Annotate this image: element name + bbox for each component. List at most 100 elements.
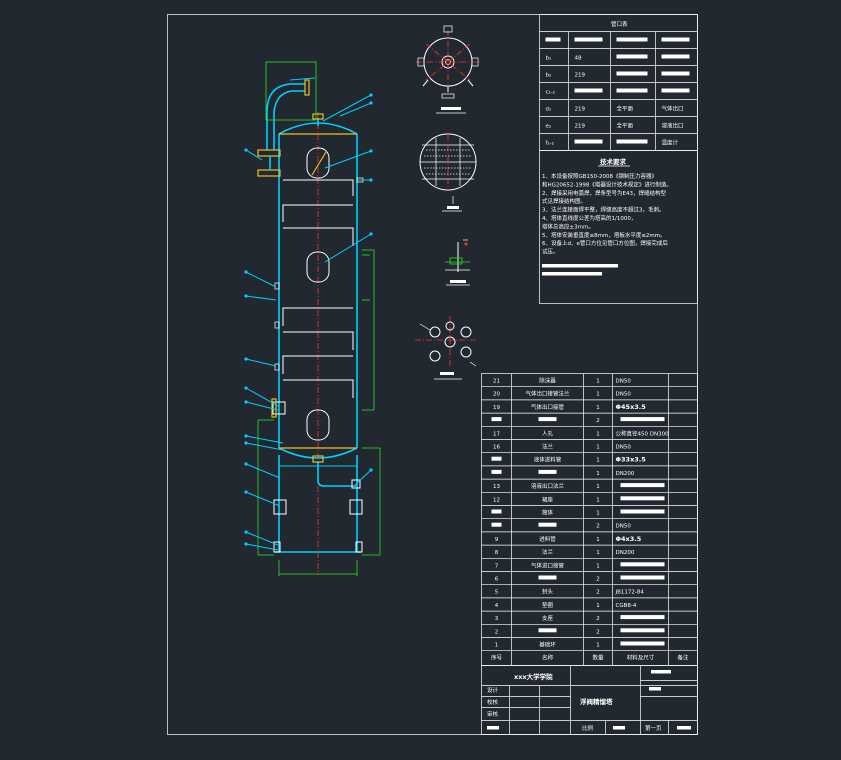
part-row-19-spec-redaction xyxy=(620,628,665,633)
part-row-5-spec: DN50 xyxy=(616,445,632,451)
part-row-18-spec-redaction xyxy=(620,615,665,620)
title-redaction-2 xyxy=(649,687,661,691)
tech-req-line-0: 1、本设备按照GB150-2008《钢制压力容器》 xyxy=(542,172,657,180)
nozzle-row-4-std: 全平面 xyxy=(617,105,634,113)
nozzle-row-0-std-redaction xyxy=(616,37,648,42)
part-row-10-name: 筒体 xyxy=(542,509,554,517)
nozzle-row-4-use: 气体出口 xyxy=(662,105,684,113)
part-row-10-spec-redaction xyxy=(620,509,665,514)
part-row-12-spec: Φ4x3.5 xyxy=(616,535,642,543)
part-row-16-name: 封头 xyxy=(542,588,554,596)
nozzle-row-6-size-redaction xyxy=(574,139,603,144)
part-row-16-qty: 2 xyxy=(596,590,600,596)
part-row-13-spec: DN200 xyxy=(616,550,635,556)
nozzle-row-2-size: 219 xyxy=(575,73,586,79)
nozzle-row-1-size: 48 xyxy=(575,56,582,62)
skirt-vent-left xyxy=(273,541,281,553)
reflux-pipe-inner xyxy=(273,90,305,150)
part-row-8-spec-redaction xyxy=(620,483,665,488)
tech-req-line-4: 3、法兰连接面焊平整，焊缝高度不超过3，毛刺。 xyxy=(542,206,665,214)
side-nozzle-stubs xyxy=(274,177,364,371)
part-row-19-name-redaction xyxy=(538,628,557,633)
nozzle-row-3-use-redaction xyxy=(661,88,690,93)
part-row-14-qty: 1 xyxy=(596,563,600,569)
part-row-10-no-redaction xyxy=(491,509,502,514)
part-row-4-qty: 1 xyxy=(596,431,600,437)
part-row-9-no: 12 xyxy=(493,497,500,503)
nozzle-row-1-use-redaction xyxy=(661,54,690,59)
tech-req-line-1: 和HG20652-1998《塔器设计技术规定》进行制造。 xyxy=(542,180,672,188)
nozzle-row-3-code: c₁-₂ xyxy=(546,90,555,96)
drawing-frame xyxy=(167,14,698,735)
part-row-18-qty: 2 xyxy=(596,616,600,622)
nozzle-row-5-code: e₁ xyxy=(546,124,552,130)
tech-req-redaction-2 xyxy=(542,272,602,276)
part-row-2-qty: 1 xyxy=(596,405,600,411)
tray-section-view xyxy=(419,133,477,191)
scale-label: 比例 xyxy=(582,724,594,732)
bottom-outlet-flange xyxy=(312,455,324,463)
part-row-9-qty: 1 xyxy=(596,497,600,503)
part-row-11-no-redaction xyxy=(491,522,502,527)
title-redaction-1 xyxy=(651,670,671,674)
part-row-3-spec-redaction xyxy=(620,417,665,422)
part-row-2-spec: Φ45x3.5 xyxy=(616,403,647,411)
part-row-13-no: 8 xyxy=(495,550,499,556)
parts-header-qty: 数量 xyxy=(592,654,604,662)
nozzle-row-0-size-redaction xyxy=(574,37,603,42)
view-label-3 xyxy=(450,280,466,283)
part-row-6-qty: 1 xyxy=(596,458,600,464)
part-row-3-qty: 2 xyxy=(596,418,600,424)
manhole-hinge xyxy=(311,151,327,176)
nozzle-row-2-use-redaction xyxy=(661,71,690,76)
reflux-inlet-flange xyxy=(257,149,281,157)
tech-req-redaction-1 xyxy=(542,264,618,268)
leader-dots xyxy=(244,93,373,546)
view-label-2 xyxy=(447,206,459,209)
part-row-11-qty: 2 xyxy=(596,524,600,530)
tech-req-line-8: 6、设备上d、e管口方位见管口方位图，焊接完成后 xyxy=(542,239,668,247)
part-row-3-no-redaction xyxy=(491,417,502,422)
manhole-bottom xyxy=(306,409,330,441)
nozzle-row-0-use-redaction xyxy=(661,37,690,42)
part-row-6-name: 液体进料管 xyxy=(534,456,562,464)
parts-header-note: 备注 xyxy=(677,654,689,662)
parts-header-no: 序号 xyxy=(491,654,503,662)
title-block: xxx大学学院 浮阀精馏塔 设计 校核 审核 比例 第一页 xyxy=(481,665,698,735)
part-row-1-name: 气体出口接管法兰 xyxy=(525,390,570,398)
reflux-inlet-flange-2 xyxy=(257,169,281,177)
part-row-2-no: 19 xyxy=(493,405,500,411)
skirt-pipe-hole xyxy=(351,479,361,489)
role-check: 校核 xyxy=(487,698,499,706)
bottom-head xyxy=(278,447,358,459)
part-row-0-no: 21 xyxy=(493,379,500,385)
part-row-0-qty: 1 xyxy=(596,379,600,385)
part-row-20-spec-redaction xyxy=(620,641,665,646)
part-row-12-no: 9 xyxy=(495,537,499,543)
skirt-hole-left xyxy=(273,499,287,515)
title-redaction-4 xyxy=(613,726,625,730)
tech-requirements: 技术要求 1、本设备按照GB150-2008《钢制压力容器》和HG20652-1… xyxy=(539,150,698,304)
part-row-8-name: 溶液出口法兰 xyxy=(531,482,565,490)
part-row-13-name: 法兰 xyxy=(542,548,554,556)
part-row-3-name-redaction xyxy=(538,417,557,422)
part-row-12-qty: 1 xyxy=(596,537,600,543)
part-row-17-qty: 1 xyxy=(596,603,600,609)
tech-req-line-7: 5、塔体安装垂直度≤8mm，塔板水平度≤2mm。 xyxy=(542,231,666,239)
school-name: xxx大学学院 xyxy=(514,672,553,681)
part-row-7-no-redaction xyxy=(491,469,502,474)
nozzle-detail-view xyxy=(445,239,470,272)
nozzle-row-5-use: 溶液出口 xyxy=(662,122,684,130)
skirt-hole-right xyxy=(349,499,363,515)
part-row-7-spec: DN200 xyxy=(616,471,635,477)
part-row-16-spec: JB1172-84 xyxy=(615,590,645,596)
nozzle-row-1-std-redaction xyxy=(616,54,648,59)
nozzle-row-2-std-redaction xyxy=(616,71,648,76)
part-row-6-no-redaction xyxy=(491,456,502,461)
manhole-middle xyxy=(306,251,330,283)
role-design: 设计 xyxy=(487,686,499,694)
sheet-label: 第一页 xyxy=(645,724,662,732)
tech-req-line-6: 塔体总高应±3mm。 xyxy=(542,222,594,230)
nozzle-row-0-code-redaction xyxy=(545,37,561,42)
